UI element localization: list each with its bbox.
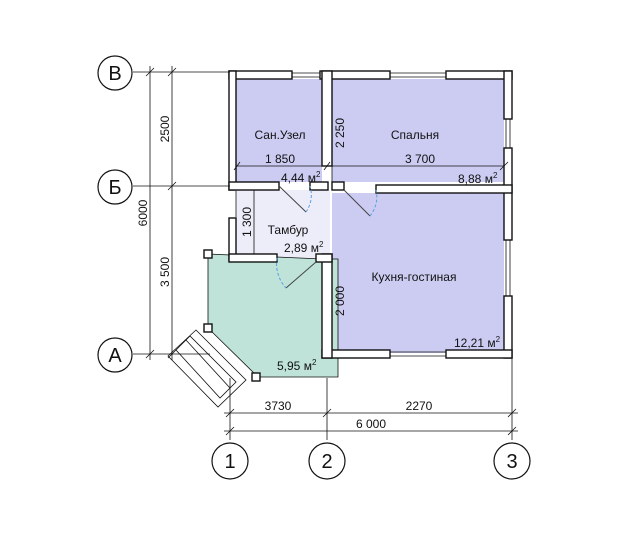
- axis-bubble-1: 1: [211, 442, 249, 480]
- dim-bath-width: 1 850: [265, 152, 295, 166]
- axis-label-b: Б: [108, 177, 121, 199]
- terrace-fill: [208, 254, 338, 377]
- area-terrace: 5,95 м2: [277, 358, 317, 373]
- bath-fill: [236, 79, 322, 182]
- room-name-bath: Сан.Узел: [254, 128, 305, 142]
- dimension-lines: [133, 66, 518, 440]
- axis-bubble-2: 2: [308, 442, 346, 480]
- area-kitchen: 12,21 м2: [454, 335, 501, 350]
- room-name-vestibule: Тамбур: [268, 223, 309, 237]
- walls: [228, 70, 513, 359]
- dim-bottom-1: 3730: [265, 399, 292, 413]
- axis-label-3: 3: [506, 451, 517, 473]
- axis-label-1: 1: [224, 451, 235, 473]
- axis-label-a: А: [108, 345, 122, 367]
- kitchen-fill: [332, 193, 504, 353]
- axis-label-v: В: [108, 63, 121, 85]
- dim-left-top: 2500: [158, 115, 172, 142]
- area-bath: 4,44 м2: [281, 170, 321, 185]
- windows: [292, 72, 511, 357]
- room-name-bedroom: Спальня: [391, 128, 439, 142]
- axis-label-2: 2: [321, 451, 332, 473]
- bedroom-fill: [332, 79, 504, 182]
- area-vestibule: 2,89 м2: [284, 240, 324, 255]
- axis-bubble-b: Б: [97, 169, 133, 205]
- doors: [235, 185, 378, 289]
- dim-left-bottom: 3 500: [158, 257, 172, 287]
- vestibule-fill: [236, 190, 330, 258]
- dim-left-total: 6000: [136, 199, 150, 226]
- axis-bubble-3: 3: [493, 442, 531, 480]
- axis-bubble-a: А: [97, 337, 133, 373]
- dim-bath-height: 2 250: [333, 118, 347, 148]
- terrace-stair: [167, 249, 261, 408]
- area-bedroom: 8,88 м2: [458, 171, 498, 186]
- dim-bottom-total: 6 000: [356, 417, 386, 431]
- room-name-kitchen: Кухня-гостиная: [372, 270, 457, 284]
- dim-kitchen-height: 2 000: [333, 286, 347, 316]
- dim-bedroom-width: 3 700: [405, 152, 435, 166]
- dim-vestibule-height: 1 300: [240, 207, 254, 237]
- axis-bubble-v: В: [97, 55, 133, 91]
- dim-bottom-2: 2270: [406, 399, 433, 413]
